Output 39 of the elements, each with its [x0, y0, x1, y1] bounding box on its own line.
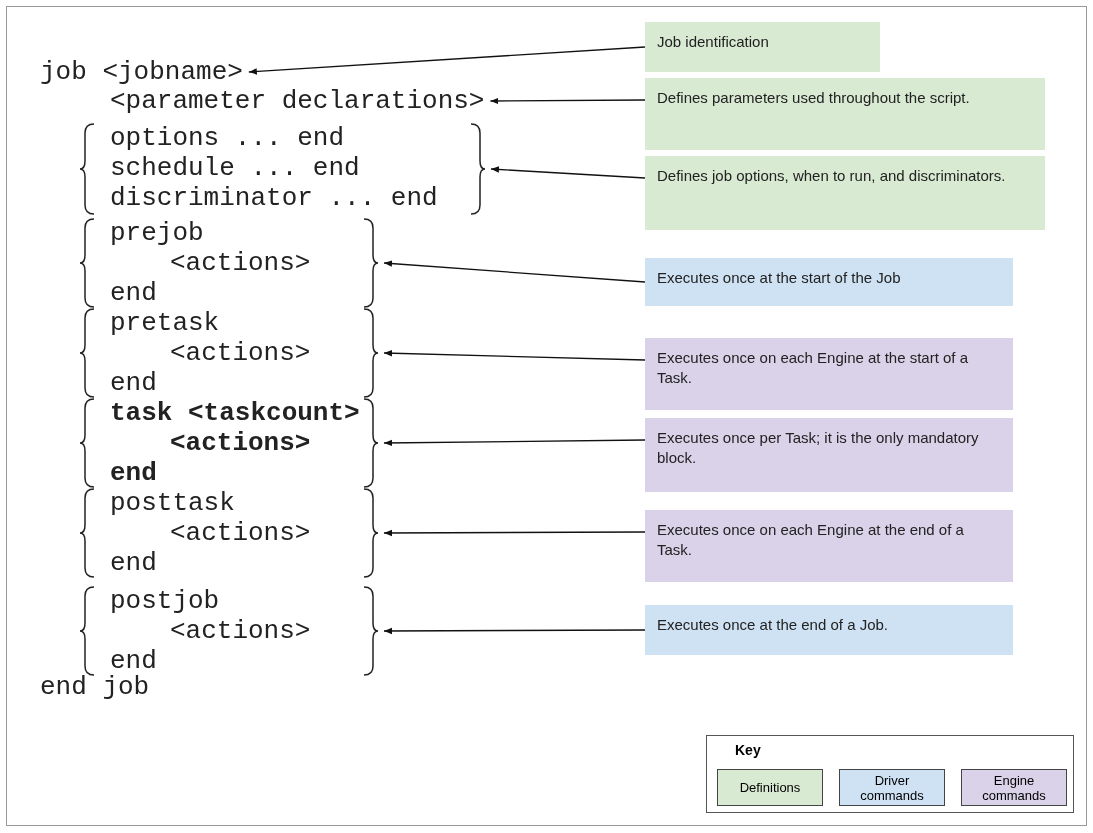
code-line: end: [110, 368, 157, 398]
code-line: <actions>: [170, 428, 311, 458]
code-line: <actions>: [170, 518, 311, 548]
legend-title: Key: [735, 742, 761, 758]
code-line: options ... end: [110, 123, 345, 153]
code-line: schedule ... end: [110, 153, 360, 183]
code-line: posttask: [110, 488, 235, 518]
code-line: task <taskcount>: [110, 398, 360, 428]
note-box: Executes once on each Engine at the start of a Task.: [645, 338, 1013, 410]
code-line: pretask: [110, 308, 220, 338]
note-box: Job identification: [645, 22, 880, 72]
note-box: Executes once at the start of the Job: [645, 258, 1013, 306]
code-line: prejob: [110, 218, 204, 248]
legend-swatch: Driver commands: [839, 769, 945, 806]
arrow: [489, 97, 646, 105]
code-line: job <jobname>: [40, 57, 243, 87]
arrow: [383, 529, 646, 537]
arrow: [248, 46, 646, 75]
legend-swatch: Engine commands: [961, 769, 1067, 806]
code-line: postjob: [110, 586, 220, 616]
code-line: <actions>: [170, 338, 311, 368]
code-line: <actions>: [170, 616, 311, 646]
arrow: [383, 439, 646, 447]
arrow: [383, 627, 646, 635]
note-box: Executes once per Task; it is the only mandatory block.: [645, 418, 1013, 492]
code-line: end: [110, 278, 157, 308]
code-line: <actions>: [170, 248, 311, 278]
note-box: Executes once at the end of a Job.: [645, 605, 1013, 655]
note-box: Defines parameters used throughout the script.: [645, 78, 1045, 150]
arrow: [383, 260, 646, 283]
code-line: <parameter declarations>: [110, 86, 485, 116]
code-line: end: [110, 458, 157, 488]
legend-swatch: Definitions: [717, 769, 823, 806]
code-line: end: [110, 548, 157, 578]
note-box: Executes once on each Engine at the end of a Task.: [645, 510, 1013, 582]
arrow: [383, 350, 646, 361]
code-line: discriminator ... end: [110, 183, 438, 213]
note-box: Defines job options, when to run, and discriminators.: [645, 156, 1045, 230]
arrow: [490, 166, 646, 179]
